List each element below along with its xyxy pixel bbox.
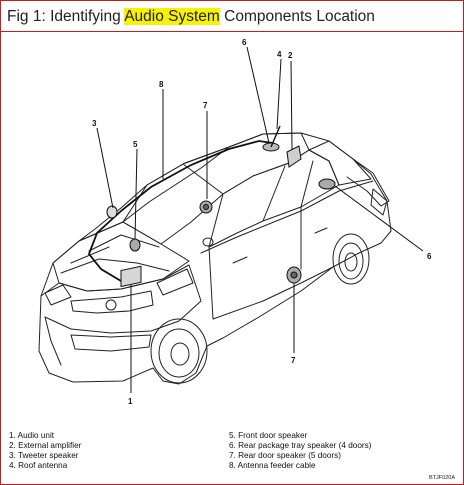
callout-6b: 6 bbox=[427, 252, 432, 261]
callout-2: 2 bbox=[288, 51, 293, 60]
callout-4: 4 bbox=[277, 50, 282, 59]
front-door-speaker bbox=[129, 238, 141, 252]
b-pillar bbox=[262, 165, 286, 222]
leader-4 bbox=[276, 58, 282, 130]
tail-light bbox=[370, 188, 388, 216]
headlight-right bbox=[156, 268, 194, 296]
legend-item-4: 4. Roof antenna bbox=[9, 461, 68, 470]
leader-5 bbox=[134, 148, 138, 240]
leader-2 bbox=[290, 60, 293, 150]
front-wheel-tire bbox=[158, 328, 200, 378]
legend-item-7: 7. Rear door speaker (5 doors) bbox=[229, 451, 341, 460]
callout-8: 8 bbox=[159, 80, 164, 89]
figure-title: Fig 1: Identifying Audio System Componen… bbox=[7, 8, 375, 26]
leader-3 bbox=[96, 127, 114, 209]
side-mirror bbox=[202, 237, 214, 247]
title-divider bbox=[1, 31, 463, 32]
callout-7a: 7 bbox=[203, 101, 208, 110]
trunk bbox=[346, 158, 390, 207]
front-wheel-hub bbox=[170, 342, 190, 366]
legend-item-5: 5. Front door speaker bbox=[229, 431, 308, 440]
front-lower-edge bbox=[44, 316, 62, 366]
rear-window bbox=[308, 140, 372, 186]
title-highlight: Audio System bbox=[124, 8, 220, 25]
title-prefix: Fig 1: Identifying bbox=[7, 8, 125, 25]
hood-line-a bbox=[88, 234, 160, 252]
grille bbox=[70, 290, 154, 314]
side-sill bbox=[212, 266, 334, 320]
callout-6a: 6 bbox=[242, 38, 247, 47]
legend-right: 5. Front door speaker 6. Rear package tr… bbox=[229, 431, 371, 471]
external-amplifier bbox=[286, 145, 302, 168]
tweeter-speaker bbox=[106, 205, 118, 219]
rear-wheel-arch bbox=[332, 233, 370, 285]
door-handle-front bbox=[232, 256, 248, 264]
c-pillar bbox=[300, 160, 314, 208]
figure-code: BTJF020A bbox=[429, 475, 455, 481]
roof-speaker-cone bbox=[203, 204, 209, 210]
badge bbox=[105, 299, 117, 311]
lower-grille bbox=[70, 334, 152, 352]
callout-5: 5 bbox=[133, 140, 138, 149]
car-body-outline bbox=[38, 132, 392, 385]
side-windows bbox=[208, 149, 340, 248]
legend-left: 1. Audio unit 2. External amplifier 3. T… bbox=[9, 431, 81, 471]
package-tray-speaker bbox=[318, 178, 336, 190]
leader-6a bbox=[246, 46, 270, 144]
rear-wheel-tire bbox=[338, 242, 364, 280]
roof-antenna-mast bbox=[270, 125, 281, 148]
door-handle-rear bbox=[314, 227, 328, 234]
car-diagram: 1 2 3 4 5 6 6 7 7 8 bbox=[38, 38, 432, 406]
legend-item-3: 3. Tweeter speaker bbox=[9, 451, 79, 460]
callout-3: 3 bbox=[92, 119, 97, 128]
leader-6b bbox=[334, 185, 424, 252]
legend-item-8: 8. Antenna feeder cable bbox=[229, 461, 316, 470]
door-line-front bbox=[208, 246, 214, 320]
callout-7b: 7 bbox=[291, 356, 296, 365]
hood-line-b bbox=[60, 258, 170, 274]
audio-unit bbox=[120, 265, 142, 288]
rear-door-speaker-cone bbox=[290, 271, 298, 279]
belt-line bbox=[200, 180, 374, 254]
headlight-left bbox=[44, 284, 72, 306]
front-wheel-arch bbox=[150, 318, 208, 384]
legend-item-1: 1. Audio unit bbox=[9, 431, 55, 440]
callout-1: 1 bbox=[128, 397, 133, 406]
title-suffix: Components Location bbox=[219, 8, 375, 25]
legend-item-6: 6. Rear package tray speaker (4 doors) bbox=[229, 441, 372, 450]
legend-item-2: 2. External amplifier bbox=[9, 441, 82, 450]
front-bumper bbox=[40, 264, 202, 334]
rear-wheel-hub bbox=[344, 252, 358, 272]
